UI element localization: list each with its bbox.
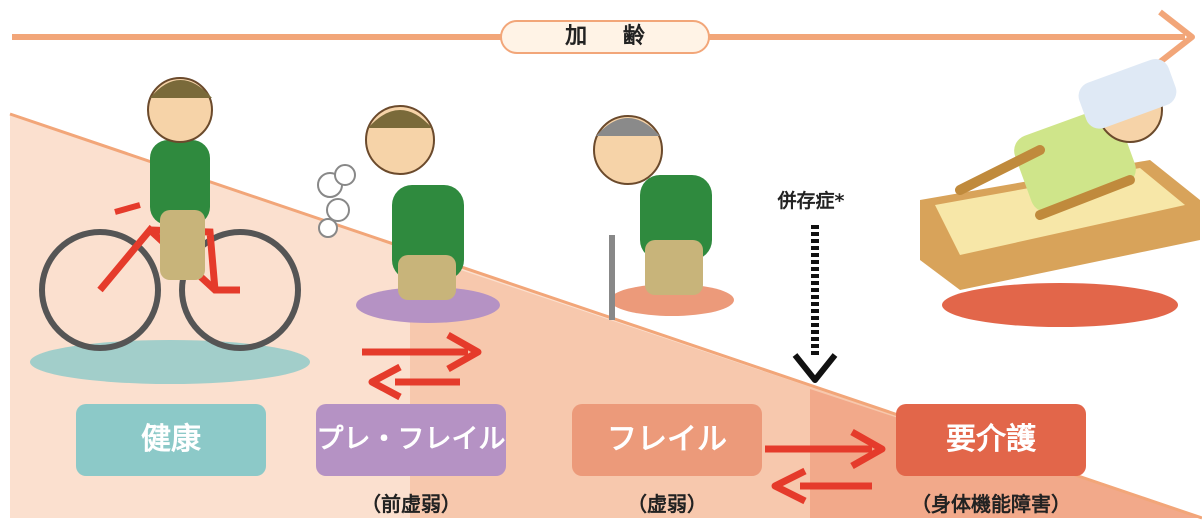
comorbidity-arrow [792, 225, 838, 383]
cyclist-illustration [39, 77, 301, 351]
stage-box-frailty: フレイル [572, 404, 762, 476]
stage-sub-pre-frailty: （前虚弱） [361, 492, 461, 516]
stage-box-care-needed: 要介護 [896, 404, 1086, 476]
transition-arrows-care [765, 428, 886, 505]
stage-box-pre-frailty: プレ・フレイル [316, 404, 506, 476]
stage-box-healthy: 健康 [76, 404, 266, 476]
comorbidity-label: 併存症* [777, 190, 845, 212]
stage-sub-frailty: （虚弱） [627, 492, 707, 516]
patient-in-bed-illustration [920, 58, 1200, 290]
cyclist-shadow [30, 340, 310, 384]
cane-man-illustration [593, 115, 712, 320]
aging-label: 加 齢 [500, 20, 710, 54]
transition-arrows-pre [362, 331, 482, 401]
bed-shadow [942, 283, 1178, 327]
tired-man-illustration [317, 105, 464, 300]
tired-man-shadow [356, 287, 500, 323]
cane-man-shadow [610, 284, 734, 316]
stage-sub-care-needed: （身体機能障害） [911, 492, 1071, 516]
